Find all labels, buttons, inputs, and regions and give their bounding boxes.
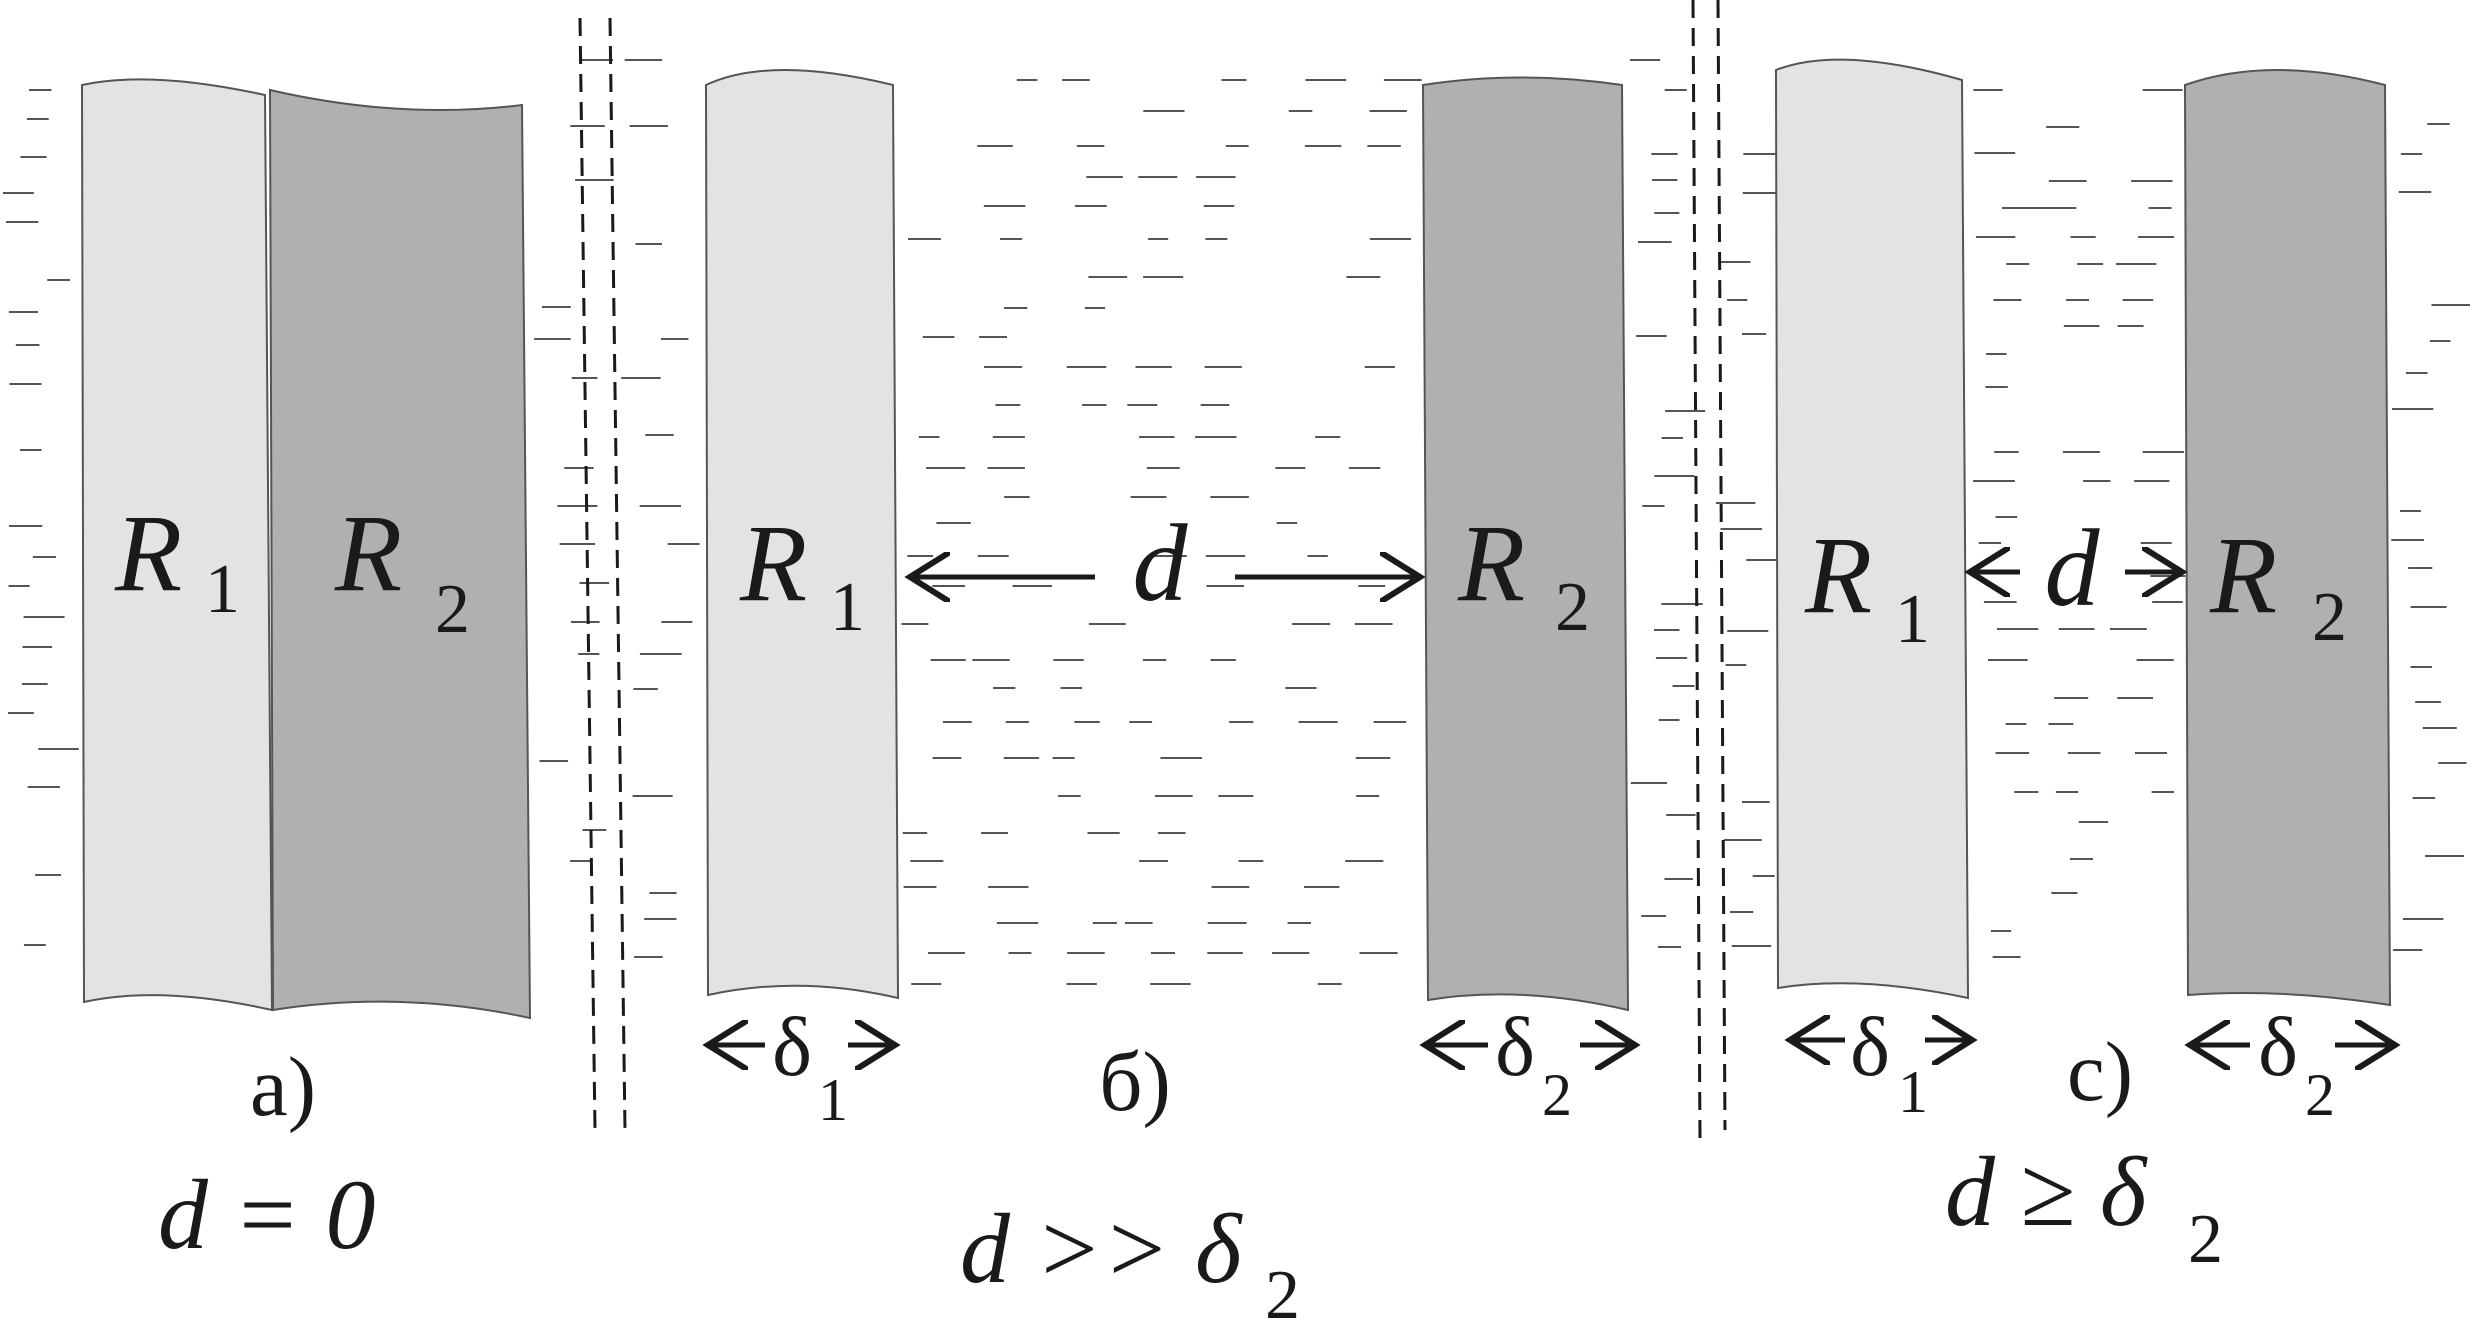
liquid-dash-texture [3,59,2470,985]
panel-b-condition-subscript: 2 [1265,1257,1300,1333]
panel-b-layer-r2 [1421,76,1630,1012]
panel-c-condition: d ≥ δ [1945,1136,2148,1247]
panel-c-r1-label: R [1804,514,1872,636]
panel-b-caption: б) [1099,1035,1171,1129]
panel-b-condition: d >> δ [960,1193,1243,1304]
panel-c-delta2-label: δ [2258,1000,2298,1094]
panel-a-layer-r1 [80,78,274,1012]
panel-a-r2-label: R [334,492,402,614]
panel-b-delta1-subscript: 1 [818,1067,848,1133]
panel-b-gap-label: d [1133,502,1189,624]
panel-c-r1-subscript: 1 [1895,581,1930,658]
panel-a: R 1 R 2 a) d = 0 [80,78,532,1270]
panel-b-r1-subscript: 1 [830,569,865,646]
panel-a-r1-subscript: 1 [205,551,240,628]
panel-a-r2-subscript: 2 [435,571,470,648]
panel-b-layer-r1 [704,69,900,1000]
separator-b-c [1691,0,1727,1139]
panel-c-caption: c) [2067,1025,2133,1119]
panel-c: R 1 R 2 d δ 1 δ 2 c) d ≥ δ 2 [1774,58,2395,1278]
panel-b-delta2-label: δ [1495,1000,1535,1094]
panel-b-delta2-subscript: 2 [1542,1062,1572,1128]
panel-b-r1-label: R [739,502,807,624]
panel-b: R 1 R 2 d δ 1 δ 2 б) d >> δ 2 [704,69,1635,1333]
panel-a-condition: d = 0 [158,1159,375,1270]
panel-a-caption: a) [250,1040,316,1134]
panel-c-gap-label: d [2045,507,2101,629]
separator-a-b [578,17,627,1131]
panel-c-condition-subscript: 2 [2188,1201,2223,1278]
panel-c-layer-r2 [2183,69,2392,1007]
panel-c-delta2-subscript: 2 [2305,1062,2335,1128]
panel-a-layer-r2 [268,88,532,1020]
panel-b-r2-subscript: 2 [1555,569,1590,646]
panel-b-r2-label: R [1457,502,1525,624]
panel-b-delta1-label: δ [772,1000,812,1094]
panel-c-r2-subscript: 2 [2312,579,2347,656]
panel-c-delta1-subscript: 1 [1898,1059,1928,1125]
panel-a-r1-label: R [114,492,182,614]
panel-c-delta1-label: δ [1850,1000,1890,1094]
panel-c-r2-label: R [2209,514,2277,636]
panel-c-layer-r1 [1774,58,1970,1000]
